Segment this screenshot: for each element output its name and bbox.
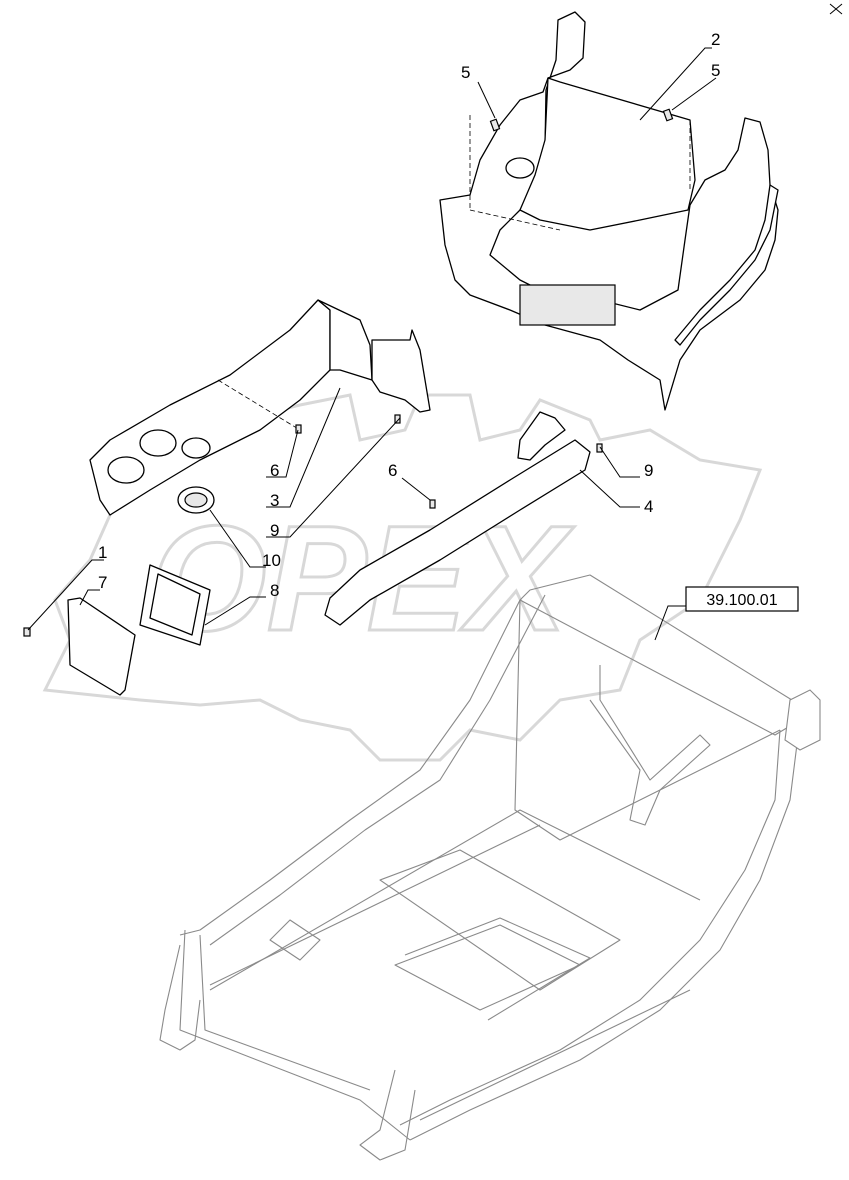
callout-2: 2: [711, 30, 720, 49]
fasteners: [23, 108, 674, 637]
dash-panel-part-3: [89, 299, 431, 516]
callout-5-left: 5: [461, 63, 470, 82]
reference-label: 39.100.01: [706, 592, 777, 609]
callout-1: 1: [98, 543, 107, 562]
callout-9-right: 9: [644, 461, 653, 480]
callout-6-right: 6: [388, 461, 397, 480]
cover-plate-part-7: [67, 597, 136, 696]
side-console-part-4: [324, 411, 591, 626]
callout-4: 4: [644, 497, 653, 516]
callout-3: 3: [270, 491, 279, 510]
round-vent-part-10: [177, 486, 215, 514]
callout-6-left: 6: [270, 461, 279, 480]
callout-labels: 2 5 5 6 6 3 9 9 4 10 8 1 7: [98, 30, 720, 600]
callout-7: 7: [98, 573, 107, 592]
callout-5-right: 5: [711, 61, 720, 80]
cab-frame: [159, 574, 821, 1161]
reference-box[interactable]: 39.100.01: [685, 586, 799, 612]
corner-mark: [829, 3, 843, 15]
gasket-part-8: [139, 564, 211, 646]
callout-10: 10: [262, 551, 281, 570]
callout-9-left: 9: [270, 521, 279, 540]
callout-8: 8: [270, 581, 279, 600]
leader-lines: [27, 47, 717, 641]
rear-panel-part-2: [439, 11, 779, 411]
